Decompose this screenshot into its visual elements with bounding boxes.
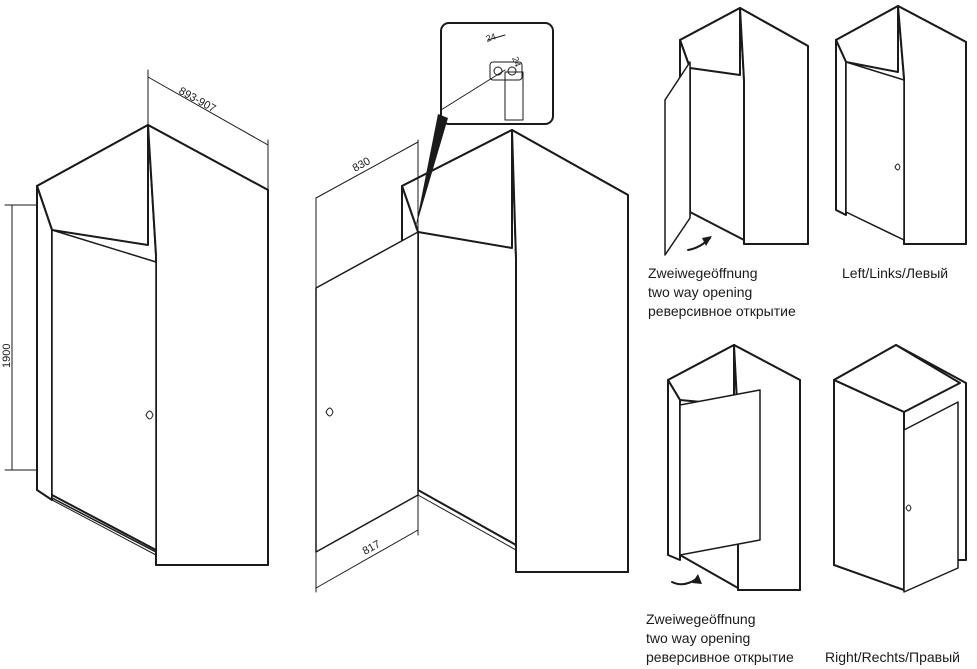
door-handle <box>145 410 154 420</box>
width-dimension-label: 893-907 <box>177 85 218 115</box>
caption-left: Left/Links/Левый <box>842 265 948 281</box>
figure-left: Left/Links/Левый <box>835 5 967 281</box>
caption-right: Right/Rechts/Правый <box>825 649 960 665</box>
detail-dimension-b: 24 <box>510 55 523 68</box>
door-width-dimension-line <box>315 529 419 589</box>
two-way-door-panel-2 <box>679 389 761 556</box>
caption-two-way-ru: реверсивное открытие <box>648 303 796 319</box>
caption-two-way-ru-2: реверсивное открытие <box>646 649 794 665</box>
left-door-panel <box>845 61 905 241</box>
width-dimension-line <box>147 76 269 146</box>
right-door-panel <box>903 401 959 593</box>
figure-two-way-right: Zweiwegeöffnung two way opening реверсив… <box>646 344 801 665</box>
closed-door-panel <box>51 229 157 553</box>
caption-two-way-en-2: two way opening <box>646 630 750 646</box>
door-width-dimension-label: 817 <box>361 538 383 557</box>
open-door-panel <box>315 231 419 553</box>
figure-two-way-left: Zweiwegeöffnung two way opening реверсив… <box>648 7 809 319</box>
detail-callout-pointer <box>415 114 448 230</box>
detail-dimension-a: 24 <box>485 31 498 44</box>
height-dimension-label: 1900 <box>1 344 13 368</box>
caption-two-way-en: two way opening <box>648 284 752 300</box>
door-handle <box>325 407 334 417</box>
figure-right: Right/Rechts/Правый <box>825 344 967 665</box>
door-handle <box>905 504 912 512</box>
figure-closed-cabin: 893-907 1900 <box>1 69 269 566</box>
caption-two-way-de: Zweiwegeöffnung <box>648 265 757 281</box>
door-height-dimension-line <box>315 141 419 199</box>
door-handle <box>894 163 901 171</box>
caption-two-way-de-2: Zweiwegeöffnung <box>646 611 755 627</box>
door-height-dimension-label: 830 <box>351 155 373 174</box>
two-way-door-panel <box>664 61 691 256</box>
hinge-detail-box <box>440 22 554 125</box>
figure-open-door: 830 817 24 24 <box>315 22 629 593</box>
